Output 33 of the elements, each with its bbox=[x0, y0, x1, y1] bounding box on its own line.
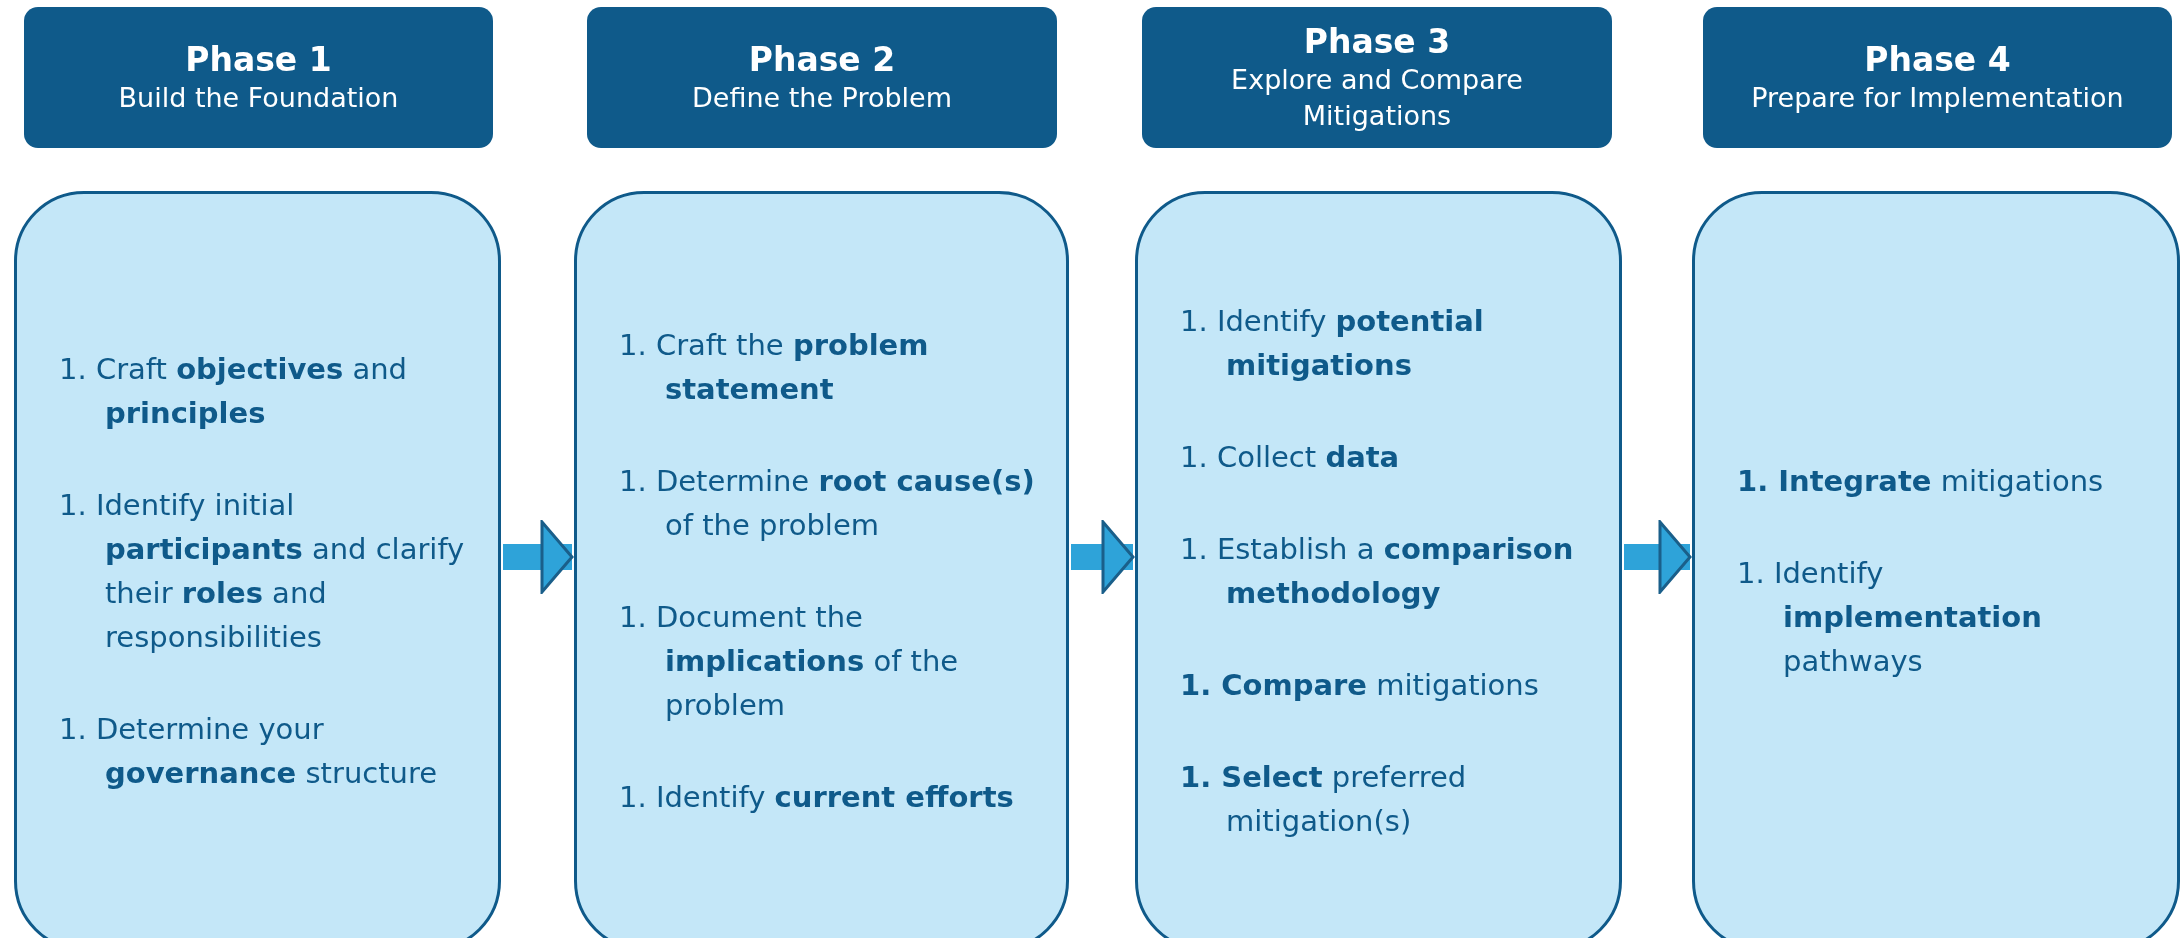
phase-title: Phase 4 bbox=[1864, 39, 2011, 80]
block-arrow bbox=[503, 520, 574, 594]
step-text: 1. Identify potential mitigations bbox=[1179, 303, 1485, 384]
phase-header bbox=[1703, 7, 2172, 148]
step-text: 1. Document the implications of the problem bbox=[618, 599, 960, 724]
step-text: 1. Integrate mitigations bbox=[1736, 463, 2105, 500]
step-text: 1. Select preferred mitigation(s) bbox=[1179, 759, 1468, 840]
phase-subtitle: Define the Problem bbox=[692, 80, 952, 115]
step-text: 1. Craft the problem statement bbox=[618, 327, 930, 408]
phase-header bbox=[24, 7, 493, 148]
block-arrow bbox=[1071, 520, 1135, 594]
step-text: 1. Establish a comparison methodology bbox=[1179, 531, 1575, 612]
step-card bbox=[574, 191, 1069, 938]
phase-header bbox=[587, 7, 1057, 148]
phase-subtitle: Explore and Compare Mitigations bbox=[1230, 62, 1524, 133]
phase-subtitle: Build the Foundation bbox=[118, 80, 399, 115]
step-text: 1. Craft objectives and principles bbox=[58, 351, 409, 432]
block-arrow bbox=[1624, 520, 1692, 594]
step-card bbox=[14, 191, 501, 938]
step-text: 1. Compare mitigations bbox=[1179, 667, 1540, 704]
step-card bbox=[1692, 191, 2180, 938]
phase-subtitle: Prepare for Implementation bbox=[1751, 80, 2124, 115]
phase-title: Phase 1 bbox=[185, 39, 332, 80]
step-text: 1. Determine your governance structure bbox=[58, 711, 439, 792]
phase-title: Phase 3 bbox=[1303, 21, 1451, 62]
step-text: 1. Determine root cause(s) of the problem bbox=[618, 463, 1036, 544]
step-card bbox=[1135, 191, 1622, 938]
step-text: 1. Identify current efforts bbox=[618, 779, 1015, 816]
step-text: 1. Collect data bbox=[1179, 439, 1401, 476]
phase-header bbox=[1142, 7, 1612, 148]
step-text: 1. Identify initial participants and clarify their roles and responsibilities bbox=[58, 487, 466, 656]
phase-title: Phase 2 bbox=[748, 39, 896, 80]
step-text: 1. Identify implementation pathways bbox=[1736, 555, 2043, 680]
